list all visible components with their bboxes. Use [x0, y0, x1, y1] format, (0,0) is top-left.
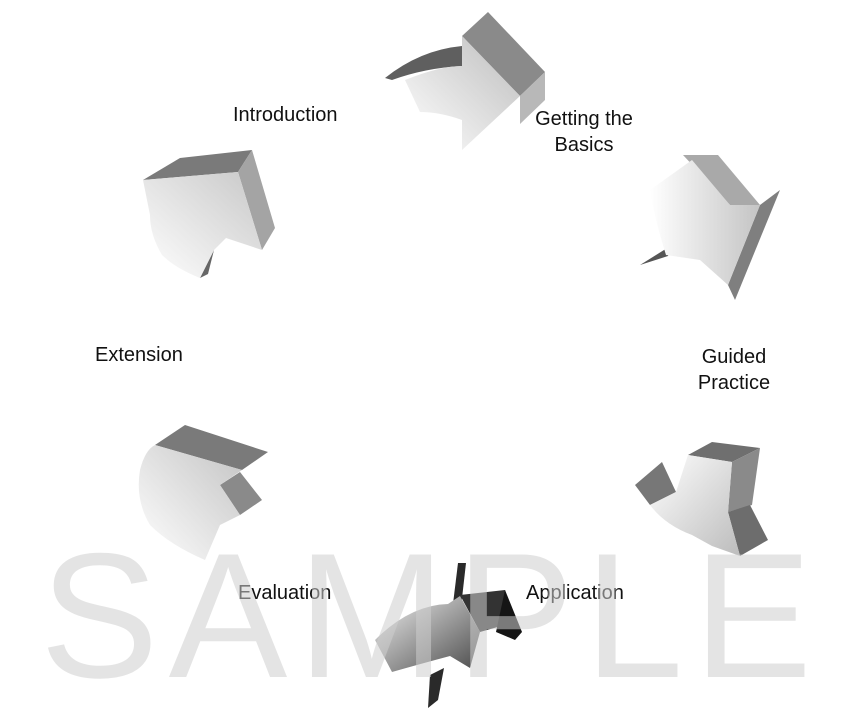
stage-label-line: Basics — [554, 134, 614, 156]
stage-label-line: Guided — [701, 346, 767, 368]
stage-label-text: Application — [526, 582, 624, 604]
stage-label-guided-practice: Guided Practice — [682, 344, 786, 396]
stage-label-line: Practice — [697, 372, 771, 394]
cycle-arrow-6 — [143, 150, 275, 278]
cycle-arrow-1 — [385, 12, 545, 150]
stage-label-getting-the-basics: Getting the Basics — [522, 106, 646, 158]
cycle-arrow-3 — [635, 442, 768, 556]
stage-label-evaluation: Evaluation — [238, 580, 331, 606]
stage-label-text: Evaluation — [238, 582, 332, 604]
cycle-arrow-4 — [375, 563, 522, 708]
stage-label-line: Getting the — [535, 108, 633, 130]
stage-label-text: Introduction — [233, 104, 338, 126]
cycle-arrow-2 — [640, 155, 780, 300]
stage-label-extension: Extension — [95, 342, 183, 368]
cycle-arrow-5 — [138, 425, 268, 560]
stage-label-introduction: Introduction — [233, 102, 338, 128]
stage-label-text: Extension — [95, 344, 183, 366]
stage-label-application: Application — [526, 580, 624, 606]
